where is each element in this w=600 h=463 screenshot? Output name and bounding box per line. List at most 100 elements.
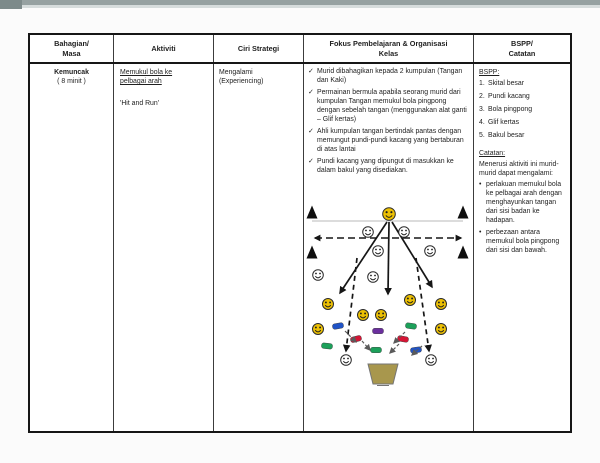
student-kaki-icon [398, 226, 410, 238]
list-item-text: Bakul besar [488, 131, 525, 139]
activity-subtitle: 'Hit and Run' [120, 99, 160, 107]
ball-hit-line [384, 221, 392, 296]
list-item-text: Skital besar [488, 79, 525, 87]
student-kaki-icon [340, 354, 352, 366]
class-organisation-diagram-svg [306, 205, 469, 386]
beanbag-icon [397, 335, 409, 343]
header-aktiviti: Aktiviti [114, 35, 214, 62]
cone-icon [306, 245, 318, 259]
header-line: Bahagian/ [54, 39, 89, 49]
cell-bahagian-masa: Kemuncak ( 8 minit ) [30, 64, 114, 431]
basket-icon [367, 363, 399, 385]
scan-artifact-corner [0, 0, 22, 9]
ball-hit-line [339, 221, 388, 295]
student-kaki-icon [362, 226, 374, 238]
catatan-list: •perlakuan memukul bola ke pelbagai arah… [479, 181, 566, 256]
catatan-heading: Catatan: [479, 149, 506, 157]
table-header-row: Bahagian/ Masa Aktiviti Ciri Strategi Fo… [30, 35, 570, 64]
header-line: BSPP/ [511, 39, 533, 49]
header-ciri-strategi: Ciri Strategi [214, 35, 304, 62]
student-kaki-icon [367, 271, 379, 283]
collect-arrow [411, 345, 423, 356]
activity-title: Memukul bola ke pelbagai arah [120, 69, 173, 85]
list-item: • perbezaan antara memukul bola pingpong … [479, 229, 566, 256]
list-marker: 5. [479, 131, 485, 139]
bspp-heading: BSPP: [479, 69, 500, 76]
header-bspp-catatan: BSPP/ Catatan [474, 35, 570, 62]
run-path-line [415, 257, 432, 353]
list-item: 2.Pundi kacang [479, 93, 566, 102]
header-line: Kelas [378, 48, 399, 58]
student-kaki-icon [312, 269, 324, 281]
list-item: ✓Ahli kumpulan tangan bertindak pantas d… [308, 128, 470, 155]
list-item-text: Murid dibahagikan kepada 2 kumpulan (Tan… [317, 68, 463, 84]
list-item-text: perbezaan antara memukul bola pingpong d… [486, 228, 560, 254]
header-line: Fokus Pembelajaran & Organisasi [329, 39, 448, 49]
list-item: ✓Permainan bermula apabila seorang murid… [308, 89, 470, 125]
header-line: Ciri Strategi [237, 43, 280, 53]
scan-artifact-top-strip [0, 0, 600, 5]
check-icon: ✓ [308, 68, 314, 75]
student-tangan-icon [357, 309, 369, 321]
collect-arrow [389, 343, 400, 354]
student-tangan-icon [322, 298, 334, 310]
check-icon: ✓ [308, 127, 314, 135]
list-marker: 1. [479, 79, 485, 87]
student-tangan-icon [435, 298, 447, 310]
cone-icon [306, 205, 318, 219]
list-item: 4.Glif kertas [479, 119, 566, 128]
header-line: Masa [62, 48, 81, 58]
student-tangan-icon [312, 323, 324, 335]
cell-ciri-strategi: Mengalami (Experiencing) [214, 64, 304, 431]
list-item-text: Pundi kacang [488, 92, 530, 100]
beanbag-icon [321, 342, 333, 350]
check-icon: ✓ [308, 157, 314, 165]
catatan-block: Catatan: Menerusi aktiviti ini murid-mur… [479, 150, 566, 256]
cone-icon [457, 205, 469, 219]
list-item: •perlakuan memukul bola ke pelbagai arah… [479, 181, 566, 226]
cell-fokus-pembelajaran: ✓Murid dibahagikan kepada 2 kumpulan (Ta… [304, 64, 474, 431]
beanbag-icon [332, 322, 344, 330]
scan-artifact-top-strip-light [0, 5, 600, 8]
header-bahagian-masa: Bahagian/ Masa [30, 35, 114, 62]
list-marker: • [479, 180, 482, 188]
cell-aktiviti: Memukul bola ke pelbagai arah 'Hit and R… [114, 64, 214, 431]
list-item-text: Glif kertas [488, 118, 520, 126]
list-marker: • [479, 228, 482, 236]
catatan-intro: Menerusi aktiviti ini murid-murid dapat … [479, 160, 559, 177]
cone-icon [457, 245, 469, 259]
list-item: 1.Skital besar [479, 80, 566, 89]
phase-duration: ( 8 minit ) [57, 77, 86, 85]
list-item: ✓Pundi kacang yang dipungut di masukkan … [308, 158, 470, 176]
list-item: ✓Murid dibahagikan kepada 2 kumpulan (Ta… [308, 68, 470, 86]
list-item: 3.Bola pingpong [479, 106, 566, 115]
list-item-text: Ahli kumpulan tangan bertindak pantas de… [317, 127, 464, 153]
beanbag-icon [405, 322, 417, 330]
collect-arrow [393, 331, 406, 344]
lesson-plan-table: Bahagian/ Masa Aktiviti Ciri Strategi Fo… [28, 33, 572, 433]
student-kaki-icon [425, 354, 437, 366]
list-marker: 2. [479, 92, 485, 100]
class-organisation-diagram [304, 198, 472, 430]
student-tangan-icon [404, 294, 416, 306]
beanbag-icon [372, 328, 384, 334]
phase-title: Kemuncak [54, 69, 89, 76]
header-line: Catatan [508, 48, 536, 58]
list-item: 5.Bakul besar [479, 132, 566, 141]
collect-arrow [344, 330, 357, 343]
run-path-line [342, 257, 358, 353]
student-kaki-icon [372, 245, 384, 257]
list-item-text: Permainan bermula apabila seorang murid … [317, 88, 467, 123]
collect-arrow [361, 340, 371, 351]
header-line: Aktiviti [151, 43, 176, 53]
strategy-line: Mengalami [219, 69, 253, 76]
beanbag-icon [370, 347, 382, 353]
list-marker: 3. [479, 105, 485, 113]
student-tangan-icon [375, 309, 387, 321]
list-item-text: Bola pingpong [488, 105, 533, 113]
list-marker: 4. [479, 118, 485, 126]
check-icon: ✓ [308, 88, 314, 96]
